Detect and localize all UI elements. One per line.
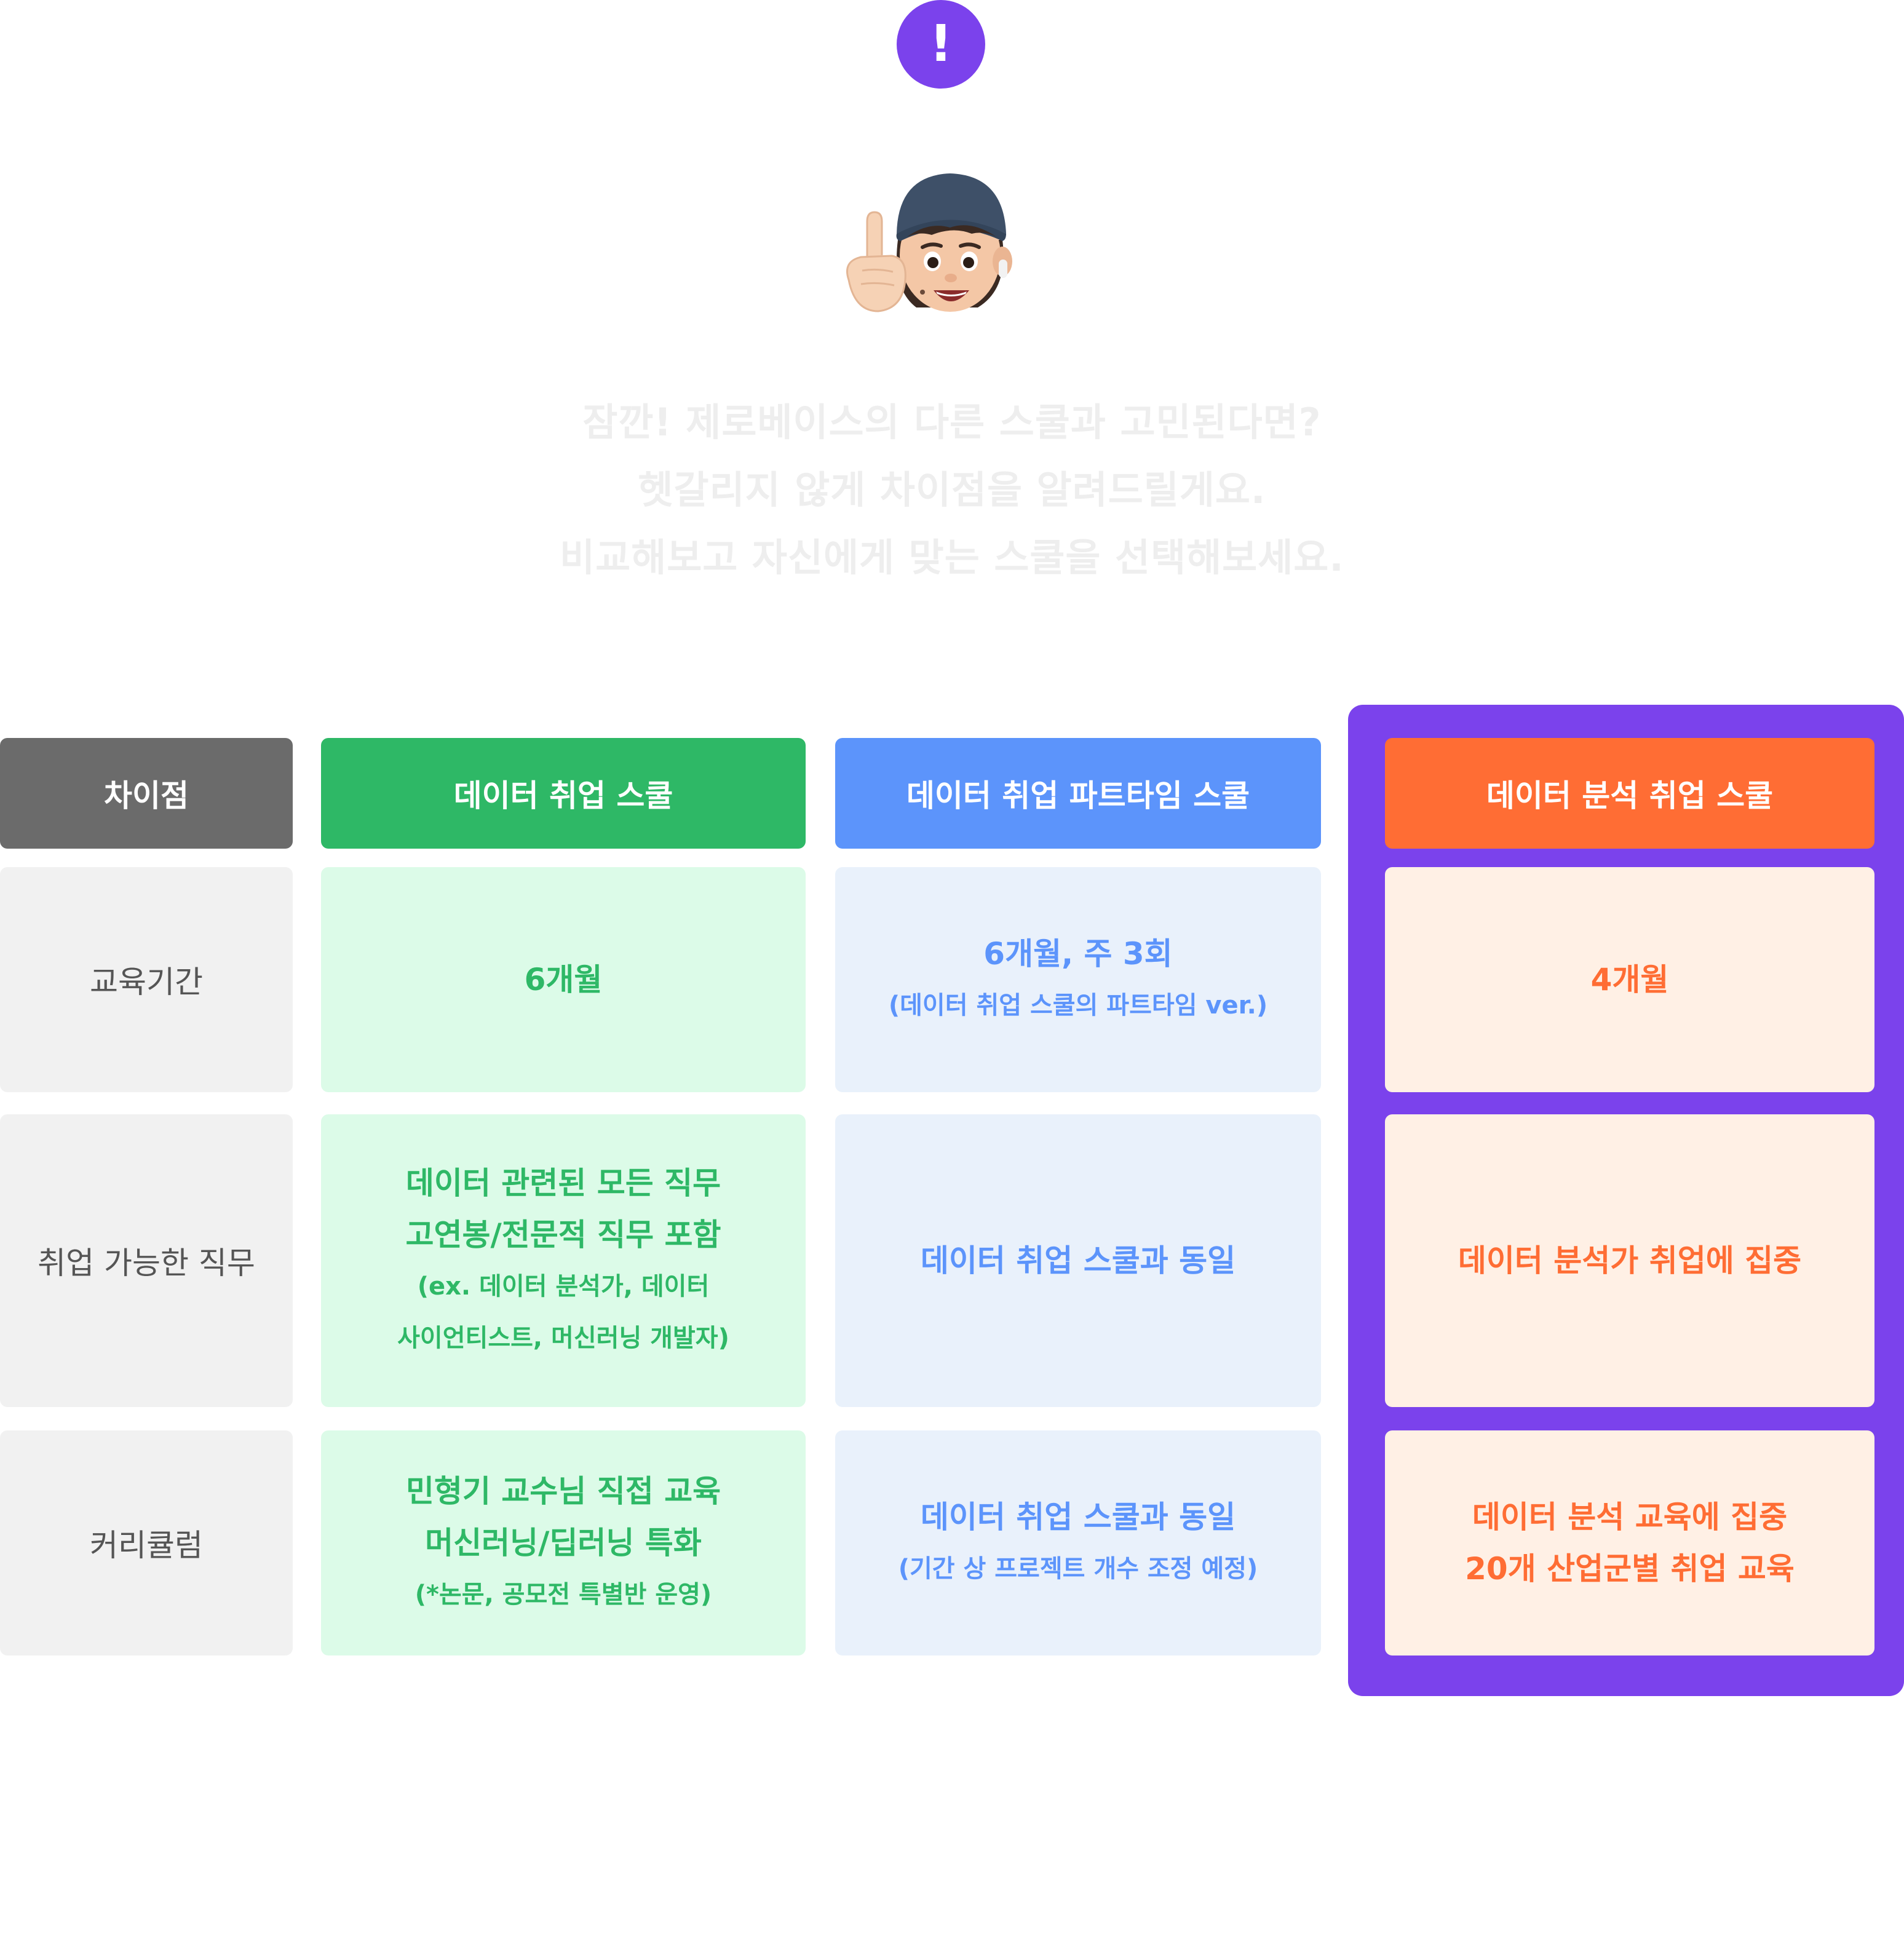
cell-main: 데이터 취업 스쿨과 동일 <box>920 1243 1236 1279</box>
cell-jobs-school-c: 데이터 분석가 취업에 집중 <box>1385 1114 1874 1407</box>
row-label: 커리큘럼 <box>90 1528 203 1563</box>
cell-note: 사이언티스트, 머신러닝 개발자) <box>397 1324 729 1352</box>
header-criteria: 차이점 <box>0 738 293 849</box>
cell-main: 데이터 관련된 모든 직무 <box>405 1165 721 1201</box>
header-data-analysis-school-label: 데이터 분석 취업 스쿨 <box>1486 778 1774 814</box>
row-label-curriculum: 커리큘럼 <box>0 1430 293 1655</box>
memoji-pointing-avatar <box>846 173 1012 312</box>
cell-main: 4개월 <box>1590 962 1669 997</box>
cell-main: 데이터 분석 교육에 집중 <box>1472 1499 1788 1535</box>
cell-main: 데이터 취업 스쿨과 동일 <box>920 1499 1236 1535</box>
intro-line-1: 잠깐! 제로베이스의 다른 스쿨과 고민된다면? <box>582 400 1322 445</box>
cell-note: (데이터 취업 스쿨의 파트타임 ver.) <box>888 991 1268 1020</box>
cell-note: (ex. 데이터 분석가, 데이터 <box>417 1272 710 1301</box>
header-data-job-school-label: 데이터 취업 스쿨 <box>453 778 673 814</box>
cell-main: 6개월, 주 3회 <box>983 936 1173 972</box>
cell-note: (기간 상 프로젝트 개수 조정 예정) <box>898 1555 1258 1583</box>
row-label-duration: 교육기간 <box>0 867 293 1092</box>
header-data-job-school: 데이터 취업 스쿨 <box>321 738 806 849</box>
cell-curriculum-school-c: 데이터 분석 교육에 집중 20개 산업군별 취업 교육 <box>1385 1430 1874 1655</box>
cell-jobs-school-a: 데이터 관련된 모든 직무 고연봉/전문적 직무 포함 (ex. 데이터 분석가… <box>321 1114 806 1407</box>
cell-jobs-school-b: 데이터 취업 스쿨과 동일 <box>835 1114 1321 1407</box>
cell-main: 머신러닝/딥러닝 특화 <box>425 1525 702 1561</box>
alert-symbol: ! <box>929 15 953 73</box>
cell-main: 20개 산업군별 취업 교육 <box>1465 1551 1795 1587</box>
header-data-analysis-school: 데이터 분석 취업 스쿨 <box>1385 738 1874 849</box>
row-label: 취업 가능한 직무 <box>38 1245 255 1281</box>
header-part-time-school: 데이터 취업 파트타임 스쿨 <box>835 738 1321 849</box>
cell-duration-school-b: 6개월, 주 3회 (데이터 취업 스쿨의 파트타임 ver.) <box>835 867 1321 1092</box>
row-label: 교육기간 <box>90 964 203 1000</box>
cell-main: 민형기 교수님 직접 교육 <box>405 1473 721 1509</box>
cell-note: (*논문, 공모전 특별반 운영) <box>415 1580 712 1609</box>
cell-main: 6개월 <box>524 962 603 997</box>
header-criteria-label: 차이점 <box>104 778 189 814</box>
cell-curriculum-school-b: 데이터 취업 스쿨과 동일 (기간 상 프로젝트 개수 조정 예정) <box>835 1430 1321 1655</box>
row-label-jobs: 취업 가능한 직무 <box>0 1114 293 1407</box>
alert-icon: ! <box>897 0 985 89</box>
intro-line-2: 헷갈리지 않게 차이점을 알려드릴게요. <box>638 467 1266 512</box>
header-part-time-school-label: 데이터 취업 파트타임 스쿨 <box>906 778 1250 814</box>
intro-line-3: 비교해보고 자신에게 맞는 스쿨을 선택해보세요. <box>560 535 1344 580</box>
cell-main: 고연봉/전문적 직무 포함 <box>405 1217 721 1253</box>
cell-curriculum-school-a: 민형기 교수님 직접 교육 머신러닝/딥러닝 특화 (*논문, 공모전 특별반 … <box>321 1430 806 1655</box>
cell-main: 데이터 분석가 취업에 집중 <box>1458 1243 1802 1279</box>
intro-text: 잠깐! 제로베이스의 다른 스쿨과 고민된다면? 헷갈리지 않게 차이점을 알려… <box>0 389 1904 592</box>
cell-duration-school-c: 4개월 <box>1385 867 1874 1092</box>
cell-duration-school-a: 6개월 <box>321 867 806 1092</box>
